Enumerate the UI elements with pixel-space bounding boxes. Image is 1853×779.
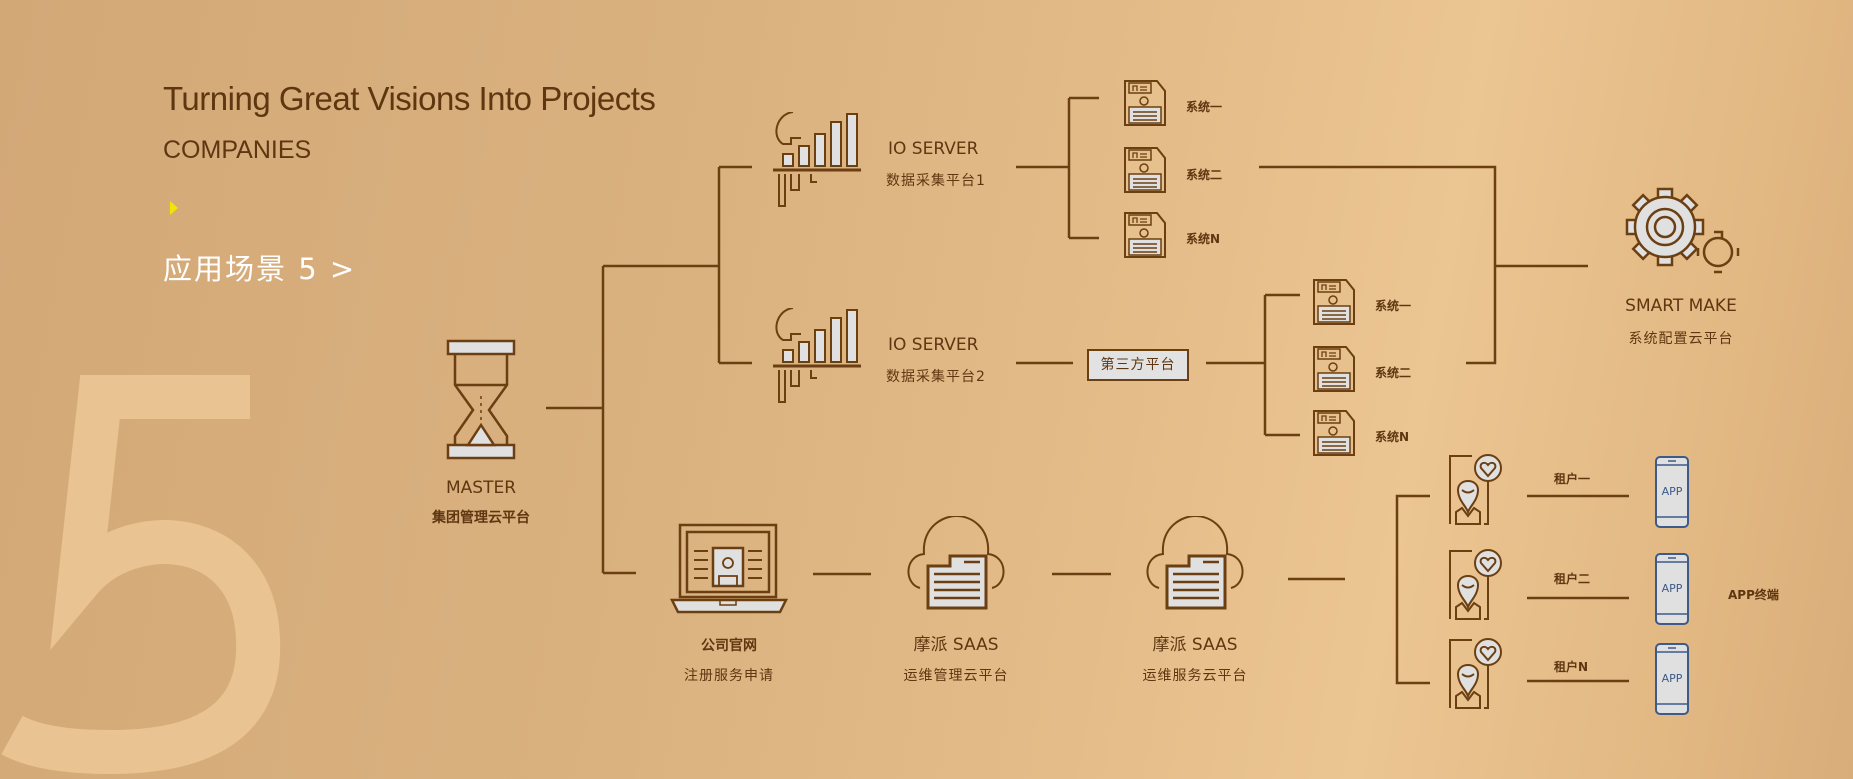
floppy-icon bbox=[1124, 80, 1166, 126]
big-number-five bbox=[1, 375, 281, 775]
saas-2-title: 摩派 SAAS bbox=[1152, 635, 1238, 655]
app-label: APP bbox=[1661, 582, 1683, 595]
smart-make-desc: 系统配置云平台 bbox=[1628, 331, 1734, 347]
cloud-document-icon-2 bbox=[1145, 516, 1245, 610]
io-server-icon-1 bbox=[771, 112, 863, 208]
floppy-icon bbox=[1124, 147, 1166, 193]
page-subtitle: COMPANIES bbox=[163, 136, 312, 164]
master-desc: 集团管理云平台 bbox=[432, 510, 530, 526]
saas-1-title: 摩派 SAAS bbox=[913, 635, 999, 655]
floppy-icon bbox=[1313, 279, 1355, 325]
system-label: 系统一 bbox=[1186, 100, 1223, 114]
system-label: 系统二 bbox=[1375, 366, 1412, 380]
system-label: 系统N bbox=[1186, 232, 1221, 246]
saas-2-desc: 运维服务云平台 bbox=[1142, 668, 1248, 684]
app-label: APP bbox=[1661, 672, 1683, 685]
io-server-1-title: IO SERVER bbox=[888, 139, 979, 159]
io-server-icon-2 bbox=[771, 308, 863, 404]
floppy-icon bbox=[1124, 212, 1166, 258]
system-label: 系统N bbox=[1375, 430, 1410, 444]
third-party-platform-box: 第三方平台 bbox=[1087, 349, 1189, 381]
io-server-2-desc: 数据采集平台2 bbox=[886, 369, 986, 385]
tenant-person-icon bbox=[1449, 549, 1502, 620]
system-label: 系统二 bbox=[1186, 168, 1223, 182]
io-server-2-title: IO SERVER bbox=[888, 335, 979, 355]
tenant-label: 租户二 bbox=[1554, 572, 1591, 586]
website-title: 公司官网 bbox=[701, 638, 757, 654]
tenant-label: 租户N bbox=[1554, 660, 1589, 674]
app-terminal-label: APP终端 bbox=[1728, 588, 1779, 602]
scene-link[interactable]: 应用场景 5 > bbox=[163, 252, 357, 286]
hourglass-icon bbox=[446, 339, 516, 460]
app-label: APP bbox=[1661, 485, 1683, 498]
smart-make-title: SMART MAKE bbox=[1625, 296, 1737, 316]
io-server-1-desc: 数据采集平台1 bbox=[886, 173, 986, 189]
tenant-person-icon bbox=[1449, 454, 1502, 525]
tenant-person-icon bbox=[1449, 638, 1502, 709]
tenant-label: 租户一 bbox=[1554, 472, 1591, 486]
saas-1-desc: 运维管理云平台 bbox=[903, 668, 1009, 684]
floppy-icon bbox=[1313, 346, 1355, 392]
system-label: 系统一 bbox=[1375, 299, 1412, 313]
gear-icon bbox=[1625, 187, 1740, 274]
cloud-document-icon-1 bbox=[906, 516, 1006, 610]
page-title: Turning Great Visions Into Projects bbox=[163, 80, 656, 117]
play-triangle-icon[interactable] bbox=[170, 201, 178, 215]
connector-lines bbox=[546, 96, 1629, 685]
laptop-icon bbox=[669, 523, 789, 614]
floppy-icon bbox=[1313, 410, 1355, 456]
website-desc: 注册服务申请 bbox=[684, 668, 774, 684]
master-title: MASTER bbox=[445, 478, 517, 498]
